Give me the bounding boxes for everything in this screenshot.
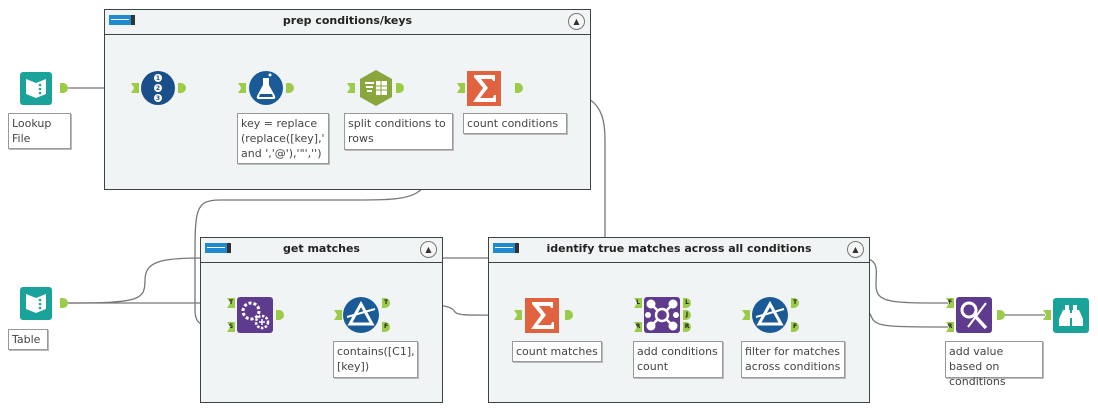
- tool-label-table[interactable]: Table: [8, 329, 48, 350]
- output-anchor[interactable]: [178, 83, 186, 93]
- input-anchor[interactable]: [334, 310, 342, 320]
- container-toggle-icon[interactable]: [109, 15, 135, 25]
- tool-label-formula[interactable]: key = replace (replace([key],' and ','@'…: [237, 113, 329, 164]
- container-header[interactable]: identify true matches across all conditi…: [489, 238, 869, 263]
- input-anchor-f[interactable]: F: [946, 298, 954, 308]
- input-anchor-r[interactable]: R: [634, 322, 642, 332]
- tool-label-count-matches[interactable]: count matches: [512, 341, 602, 362]
- output-anchor-l[interactable]: L: [683, 298, 691, 308]
- output-anchor[interactable]: [515, 83, 523, 93]
- input-anchor-r[interactable]: R: [946, 322, 954, 332]
- input-anchor-s[interactable]: S: [227, 322, 235, 332]
- output-anchor-r[interactable]: R: [683, 322, 691, 332]
- container-header[interactable]: get matches ▲: [201, 238, 442, 263]
- input-anchor-t[interactable]: T: [227, 298, 235, 308]
- input-anchor[interactable]: [131, 83, 139, 93]
- output-anchor-j[interactable]: J: [683, 310, 691, 320]
- output-anchor[interactable]: [276, 310, 284, 320]
- tool-label-filter-matches[interactable]: filter for matches across conditions: [741, 341, 845, 378]
- input-anchor[interactable]: [238, 83, 246, 93]
- container-title: get matches: [283, 242, 360, 255]
- input-anchor[interactable]: [347, 83, 355, 93]
- append-gears-icon[interactable]: [237, 297, 273, 333]
- summarize-sigma-icon[interactable]: [524, 297, 560, 333]
- output-anchor-t[interactable]: T: [382, 298, 390, 308]
- join-icon[interactable]: [644, 297, 680, 333]
- input-anchor[interactable]: [457, 83, 465, 93]
- input-anchor[interactable]: [742, 310, 750, 320]
- output-anchor-f[interactable]: F: [382, 322, 390, 332]
- container-toggle-icon[interactable]: [205, 243, 231, 253]
- container-header[interactable]: prep conditions/keys ▲: [105, 10, 590, 35]
- input-anchor-l[interactable]: L: [634, 298, 642, 308]
- tool-label-count-conditions[interactable]: count conditions: [463, 113, 567, 134]
- collapse-icon[interactable]: ▲: [420, 241, 437, 258]
- formula-flask-icon[interactable]: [248, 70, 284, 106]
- output-anchor[interactable]: [997, 310, 1005, 320]
- output-anchor[interactable]: [286, 83, 294, 93]
- record-id-icon[interactable]: 1 2 3: [140, 70, 176, 106]
- output-anchor[interactable]: [60, 298, 68, 308]
- output-anchor[interactable]: [396, 83, 404, 93]
- container-title: identify true matches across all conditi…: [546, 242, 812, 255]
- container-prep-conditions: prep conditions/keys ▲: [104, 9, 591, 190]
- container-toggle-icon[interactable]: [493, 243, 519, 253]
- output-anchor-f[interactable]: F: [791, 322, 799, 332]
- collapse-icon[interactable]: ▲: [568, 13, 585, 30]
- input-anchor[interactable]: [1043, 310, 1051, 320]
- tool-label-lookup-file[interactable]: Lookup File: [8, 113, 71, 149]
- input-anchor[interactable]: [514, 310, 522, 320]
- svg-text:2: 2: [156, 85, 160, 92]
- filter-icon[interactable]: [343, 297, 379, 333]
- svg-text:1: 1: [156, 75, 160, 82]
- container-title: prep conditions/keys: [282, 14, 413, 27]
- output-anchor[interactable]: [565, 310, 573, 320]
- tool-label-split[interactable]: split conditions to rows: [344, 113, 453, 150]
- output-anchor[interactable]: [60, 83, 68, 93]
- tool-label-add-value[interactable]: add value based on conditions: [945, 341, 1043, 388]
- output-anchor-t[interactable]: T: [791, 298, 799, 308]
- filter-icon[interactable]: [752, 297, 788, 333]
- tool-label-contains[interactable]: contains([C1], [key]): [333, 341, 418, 378]
- find-replace-icon[interactable]: [956, 297, 992, 333]
- browse-binoculars-icon[interactable]: [1053, 297, 1089, 333]
- tool-label-add-conditions-count[interactable]: add conditions count: [633, 341, 723, 378]
- collapse-icon[interactable]: ▲: [847, 241, 864, 258]
- text-to-columns-icon[interactable]: [358, 70, 394, 106]
- svg-text:3: 3: [156, 95, 160, 102]
- input-book-icon[interactable]: [19, 70, 55, 106]
- input-book-icon[interactable]: [19, 285, 55, 321]
- summarize-sigma-icon[interactable]: [466, 70, 502, 106]
